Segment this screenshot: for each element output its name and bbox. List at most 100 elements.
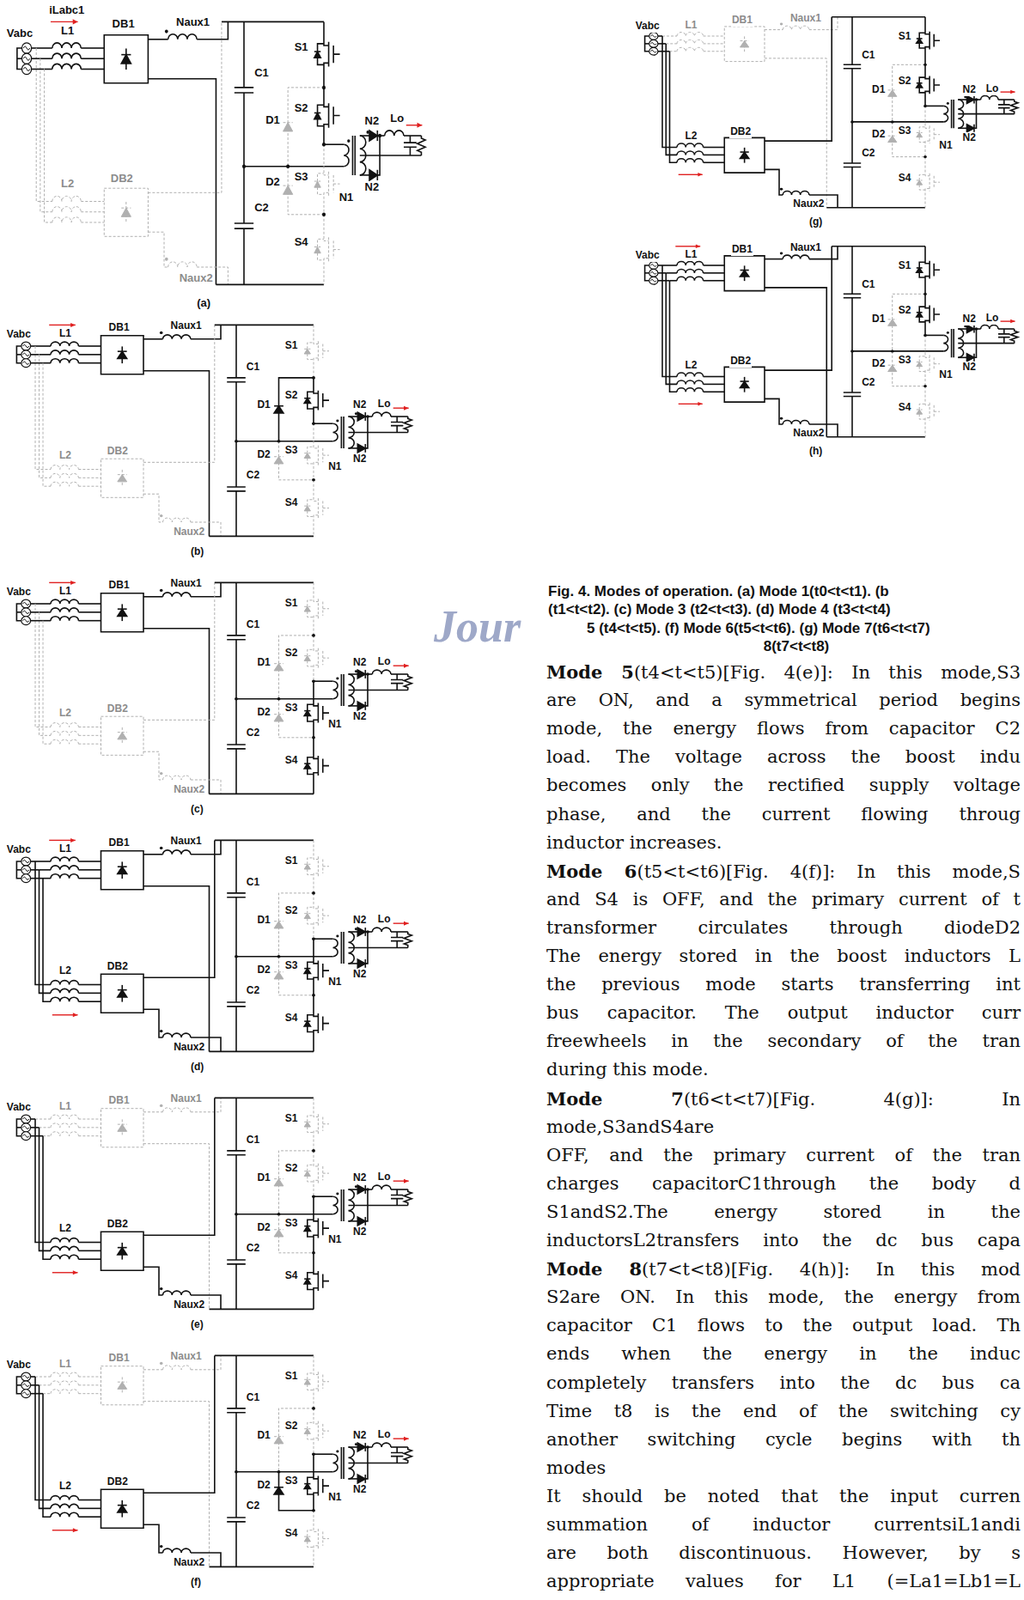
- wire: [80, 57, 104, 60]
- component-label: S3: [284, 960, 299, 973]
- inductor-symbol: [50, 1496, 79, 1501]
- component-label: D1: [264, 114, 281, 128]
- body-diode: [304, 1226, 311, 1232]
- resistor-symbol: [1010, 99, 1018, 115]
- component-label: L2: [58, 707, 73, 720]
- component-label: L1: [684, 249, 699, 262]
- wire: [42, 621, 51, 745]
- diode-symbol: [274, 663, 284, 665]
- wire: [30, 1135, 43, 1138]
- body-diode: [916, 408, 923, 410]
- ac-source: [21, 341, 31, 351]
- wire: [396, 683, 398, 691]
- component-label: DB2: [106, 961, 129, 974]
- wire: [703, 146, 726, 149]
- inductor-symbol: [676, 262, 704, 266]
- subfigure-label: (d): [189, 1061, 205, 1074]
- wire: [892, 64, 926, 122]
- wire: [892, 121, 926, 158]
- diode-symbol: [117, 866, 128, 874]
- diode-symbol: [357, 927, 366, 937]
- winding-dot: [159, 1287, 164, 1291]
- ac-source: [23, 1126, 30, 1129]
- body-diode: [304, 762, 311, 765]
- wire: [348, 1205, 409, 1207]
- body-diode: [304, 606, 311, 612]
- switch-symbol: [313, 840, 330, 894]
- component-label: Naux2: [172, 784, 206, 797]
- transformer-winding: [333, 423, 339, 442]
- wire: [30, 860, 36, 863]
- component-label: DB1: [111, 18, 136, 31]
- component-label: C1: [245, 1134, 261, 1147]
- body-diode: [916, 409, 923, 415]
- winding-dot: [164, 30, 169, 34]
- wire: [16, 869, 21, 872]
- diode-bridge-box: [101, 335, 144, 375]
- inductor-symbol: [676, 388, 704, 392]
- component-label: Vabc: [6, 586, 32, 599]
- wire: [645, 272, 650, 275]
- mode-heading: Mode 5: [546, 661, 634, 683]
- component-label: N2: [352, 1172, 367, 1185]
- junction-dot: [365, 414, 370, 419]
- wire: [974, 328, 982, 330]
- diode-symbol: [283, 185, 293, 195]
- component-label: S4: [284, 1012, 299, 1025]
- circuit-schematic: [16, 1355, 412, 1567]
- body-text: another switching cycle begins with th: [546, 1429, 1021, 1451]
- winding-dot: [335, 1192, 339, 1195]
- wire: [42, 620, 51, 622]
- ac-source: [23, 361, 30, 365]
- ac-source: [23, 46, 30, 50]
- diode-bridge-box: [101, 1231, 144, 1271]
- subfigure-label: (a): [195, 297, 212, 311]
- wire: [78, 1384, 101, 1386]
- component-label: S3: [897, 125, 913, 138]
- component-label: D2: [256, 1222, 271, 1235]
- ac-source: [21, 350, 31, 360]
- wire: [287, 87, 324, 167]
- coupled-inductor: [782, 255, 810, 259]
- wire: [31, 47, 37, 49]
- wire: [892, 293, 926, 352]
- component-label: S1: [284, 855, 299, 868]
- component-label: S2: [284, 905, 299, 918]
- diode-bridge-box: [101, 593, 144, 633]
- junction-dot: [234, 955, 238, 959]
- component-label: Naux1: [170, 835, 203, 848]
- wire: [396, 1189, 398, 1196]
- diode-symbol: [117, 865, 128, 868]
- wire: [851, 17, 854, 66]
- component-label: DB2: [106, 1476, 129, 1489]
- wire: [16, 1377, 21, 1395]
- inductor-symbol: [52, 195, 81, 202]
- diode-symbol: [274, 664, 284, 671]
- wire: [235, 897, 238, 1003]
- ac-source: [21, 1381, 31, 1390]
- wire: [826, 436, 926, 439]
- wire: [78, 1127, 101, 1128]
- capacitor-symbol: [843, 64, 861, 68]
- diode-symbol: [117, 989, 128, 992]
- wire: [662, 264, 677, 267]
- wire: [209, 536, 314, 538]
- component-label: Lo: [377, 914, 392, 927]
- ac-source: [21, 359, 31, 368]
- component-label: N2: [352, 657, 367, 670]
- ac-source: [649, 39, 659, 48]
- component-label: L1: [684, 19, 699, 32]
- component-label: N2: [352, 1484, 367, 1497]
- body-diode: [916, 82, 923, 85]
- wire: [348, 947, 409, 950]
- body-diode: [304, 1020, 311, 1023]
- wire: [670, 280, 678, 393]
- wire: [703, 384, 726, 386]
- component-label: C1: [245, 361, 261, 374]
- coupled-inductor: [163, 1291, 191, 1296]
- component-label: L2: [684, 359, 699, 372]
- transformer-core: [341, 1447, 344, 1480]
- winding-dot: [780, 22, 783, 25]
- diode-symbol: [740, 41, 750, 48]
- wire: [16, 603, 21, 622]
